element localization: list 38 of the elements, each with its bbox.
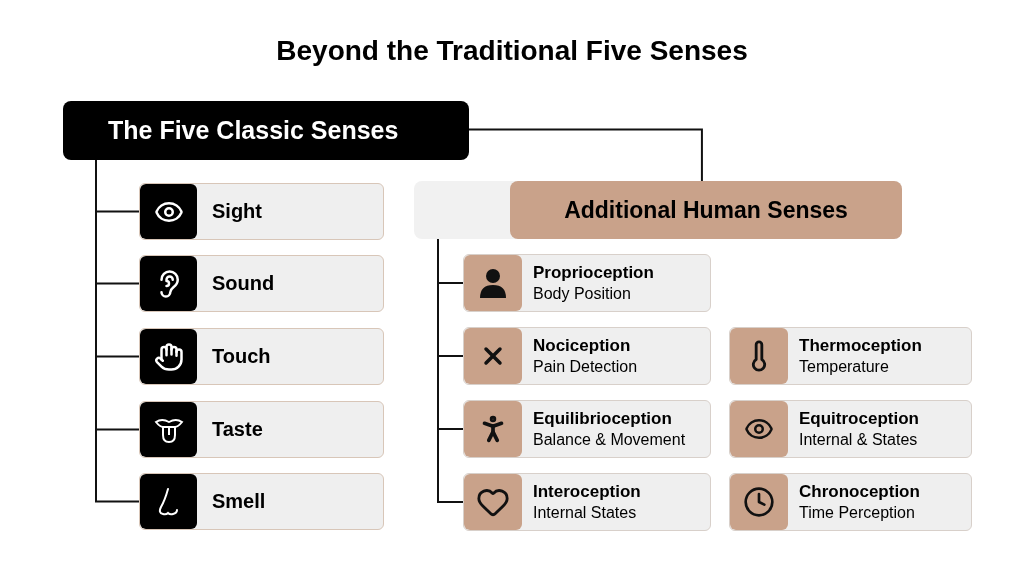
connector-line: [468, 128, 703, 182]
sense-description: Internal States: [533, 502, 638, 523]
sense-name: Equilibrioception: [533, 408, 673, 430]
sense-name: Thermoception: [799, 335, 922, 357]
sense-name: Nociception: [533, 335, 632, 357]
sense-description: Balance & Movement: [533, 429, 686, 450]
sense-card: [729, 327, 972, 385]
header-title: Additional Human Senses: [564, 195, 848, 225]
diagram-title: Beyond the Traditional Five Senses: [276, 34, 748, 68]
sense-name: Equitroception: [799, 408, 919, 430]
sense-name: Touch: [212, 344, 271, 369]
connector-line: [437, 238, 464, 503]
sense-card: [139, 401, 384, 458]
sense-card: [139, 473, 384, 530]
sense-description: Internal & States: [799, 429, 919, 450]
section-header: [414, 181, 902, 239]
header-title: The Five Classic Senses: [108, 114, 399, 146]
sense-description: Pain Detection: [533, 356, 638, 377]
sense-name: Proprioception: [533, 262, 654, 284]
sense-name: Taste: [212, 417, 263, 442]
sense-card: [729, 473, 972, 531]
sense-description: Temperature: [799, 356, 890, 377]
sense-card: [463, 254, 711, 312]
sense-name: Sound: [212, 271, 275, 296]
sense-card: [463, 327, 711, 385]
sense-name: Interoception: [533, 481, 641, 503]
sense-name: Chronoception: [799, 481, 920, 503]
sense-card: [139, 255, 384, 312]
sense-name: Smell: [212, 489, 266, 514]
sense-card: [463, 473, 711, 531]
sense-card: [463, 400, 711, 458]
sense-card: [139, 328, 384, 385]
sense-card: [729, 400, 972, 458]
section-header: [63, 101, 469, 160]
sense-name: Sight: [212, 199, 262, 224]
sense-description: Time Perception: [799, 502, 916, 523]
sense-card: [139, 183, 384, 240]
sense-description: Body Position: [533, 283, 632, 304]
